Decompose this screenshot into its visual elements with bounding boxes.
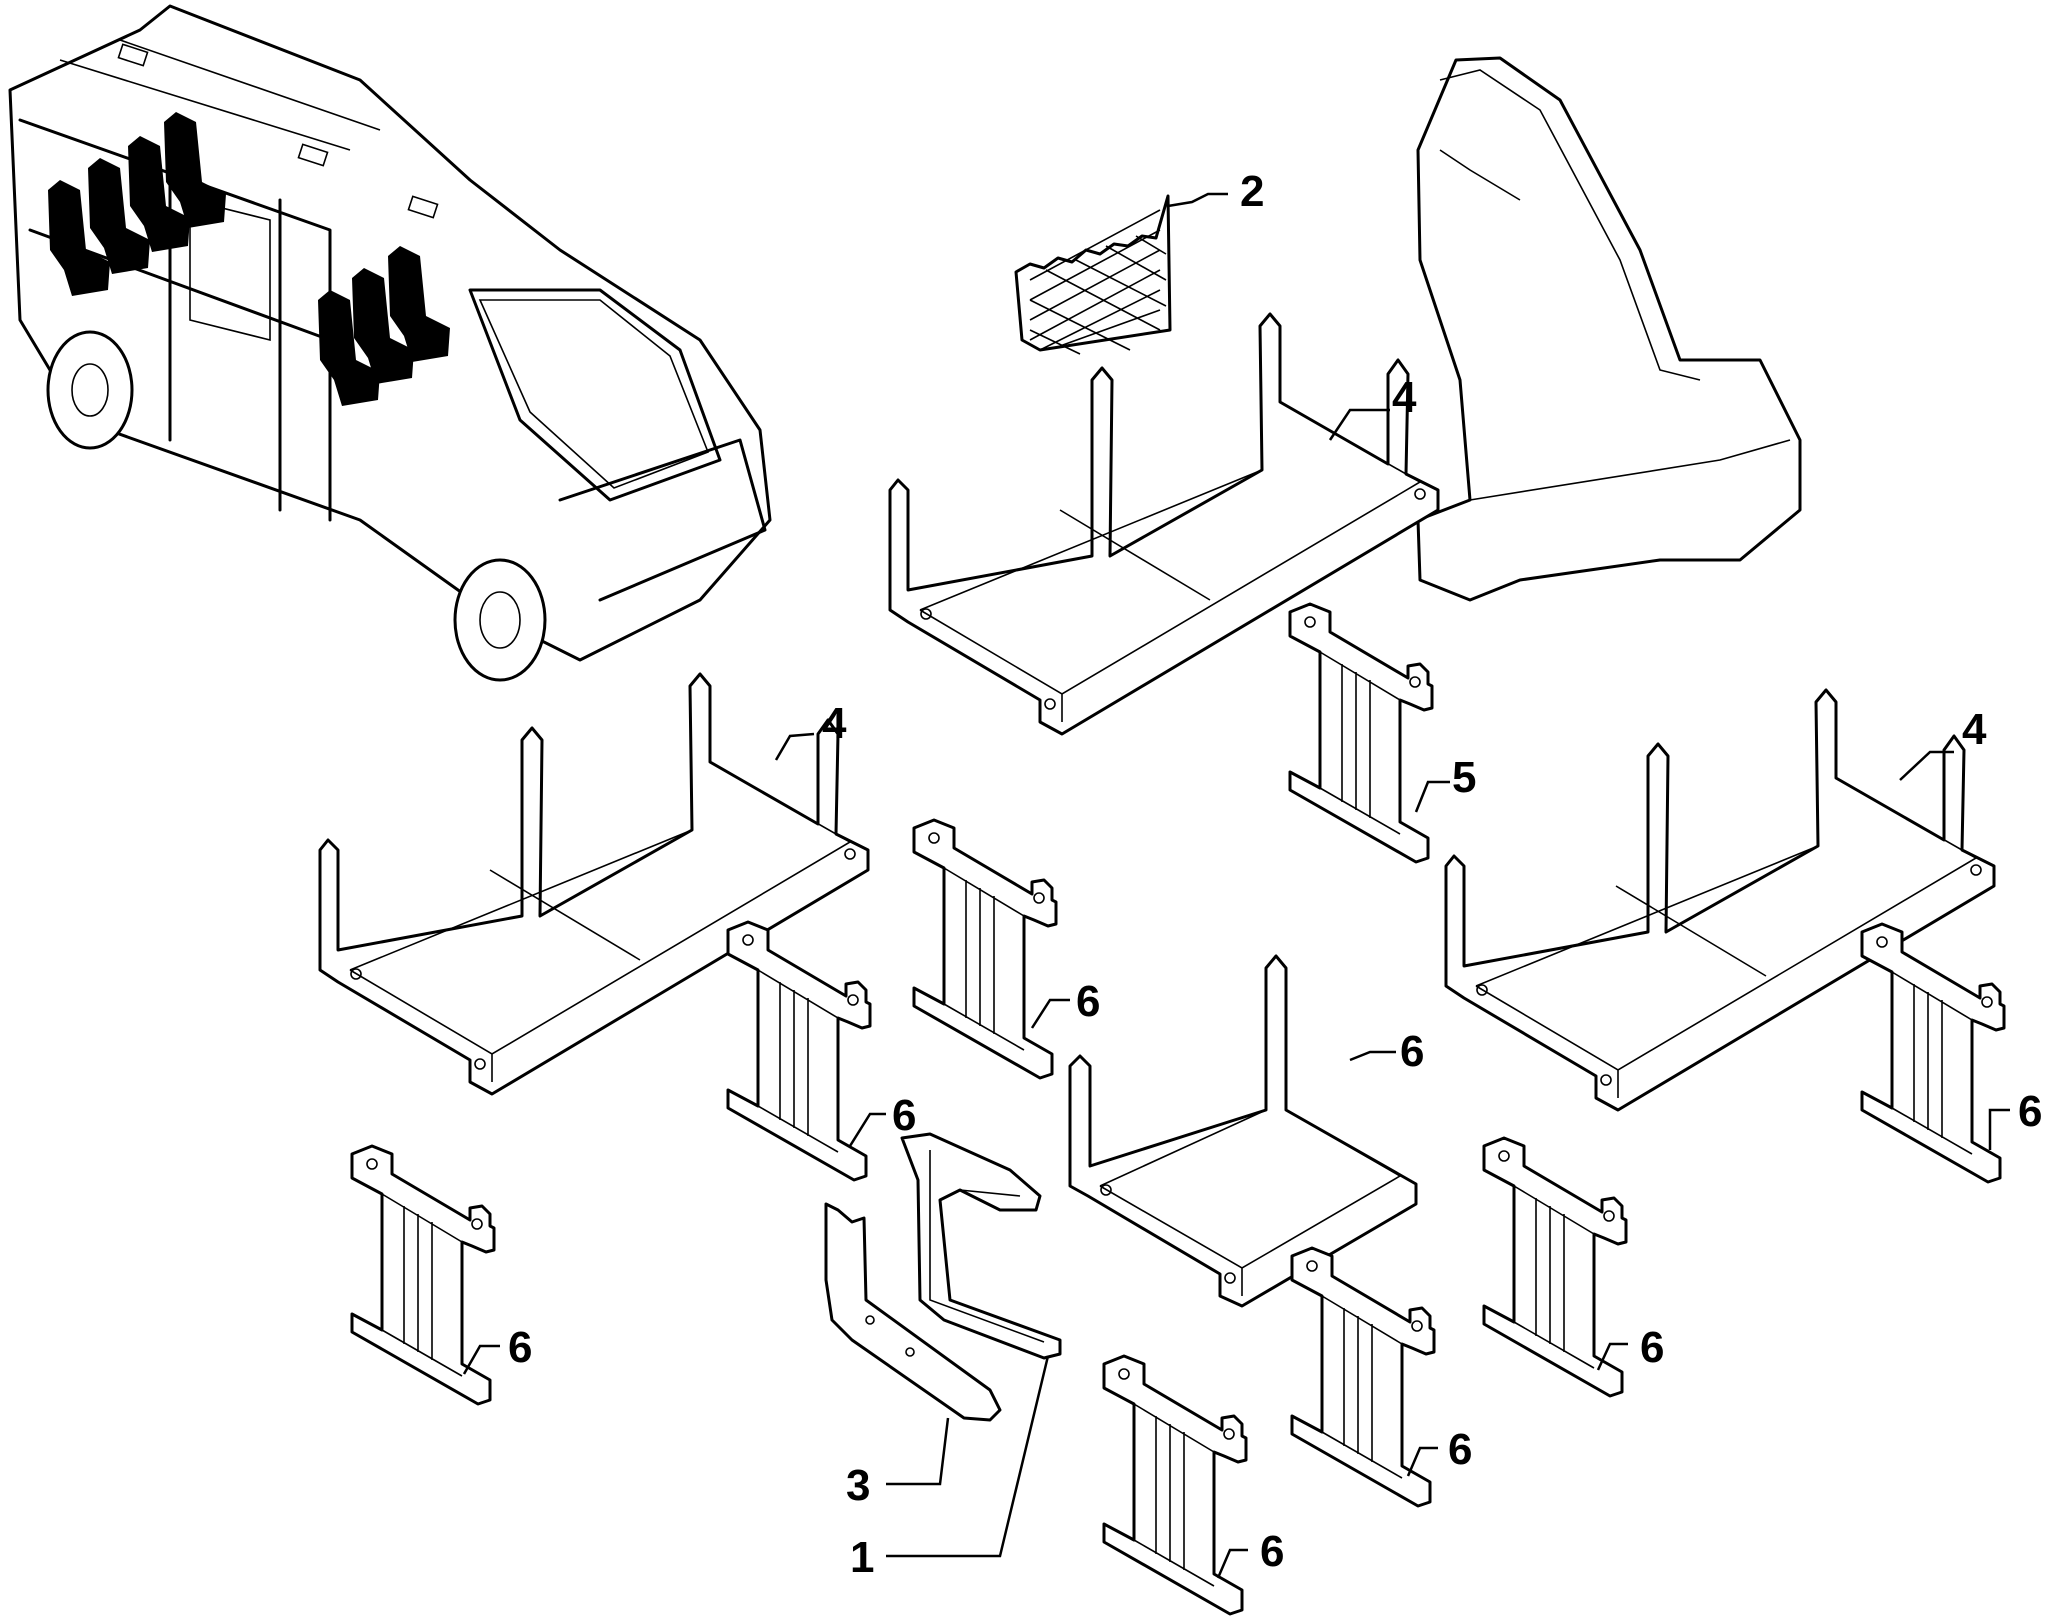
leg-support-1 bbox=[1288, 602, 1434, 864]
single-seat-frame-part bbox=[1068, 954, 1418, 1308]
callout-5: 5 bbox=[1452, 753, 1476, 802]
armrest-frame-part bbox=[900, 1132, 1062, 1360]
callout-labels: 1 2 3 4 4 4 5 6 6 6 6 6 6 6 6 bbox=[508, 167, 2042, 1582]
callout-6-h: 6 bbox=[1260, 1527, 1284, 1576]
callout-6-f: 6 bbox=[1640, 1323, 1664, 1372]
callout-6-d: 6 bbox=[2018, 1087, 2042, 1136]
callout-4-top: 4 bbox=[1392, 373, 1417, 422]
callout-6-b: 6 bbox=[1076, 977, 1100, 1026]
callout-2: 2 bbox=[1240, 167, 1264, 216]
callout-4-left: 4 bbox=[822, 699, 847, 748]
callout-6-g: 6 bbox=[1448, 1425, 1472, 1474]
callout-1: 1 bbox=[850, 1533, 874, 1582]
van-illustration bbox=[8, 4, 772, 682]
van-seat-icons bbox=[48, 112, 450, 406]
storage-net-part bbox=[1014, 194, 1172, 355]
leg-support-4 bbox=[1860, 922, 2006, 1184]
callout-3: 3 bbox=[846, 1461, 870, 1510]
armrest-bracket-part bbox=[824, 1202, 1002, 1422]
leg-support-3 bbox=[726, 920, 872, 1182]
callout-6-c: 6 bbox=[892, 1091, 916, 1140]
leg-support-5 bbox=[350, 1144, 496, 1406]
leader-lines bbox=[462, 192, 2010, 1579]
callout-6-e: 6 bbox=[508, 1323, 532, 1372]
seat-illustration bbox=[1416, 56, 1802, 602]
callout-6-a: 6 bbox=[1400, 1027, 1424, 1076]
leg-support-8 bbox=[1102, 1354, 1248, 1616]
leg-support-2 bbox=[912, 818, 1058, 1080]
callout-4-right: 4 bbox=[1962, 705, 1987, 754]
